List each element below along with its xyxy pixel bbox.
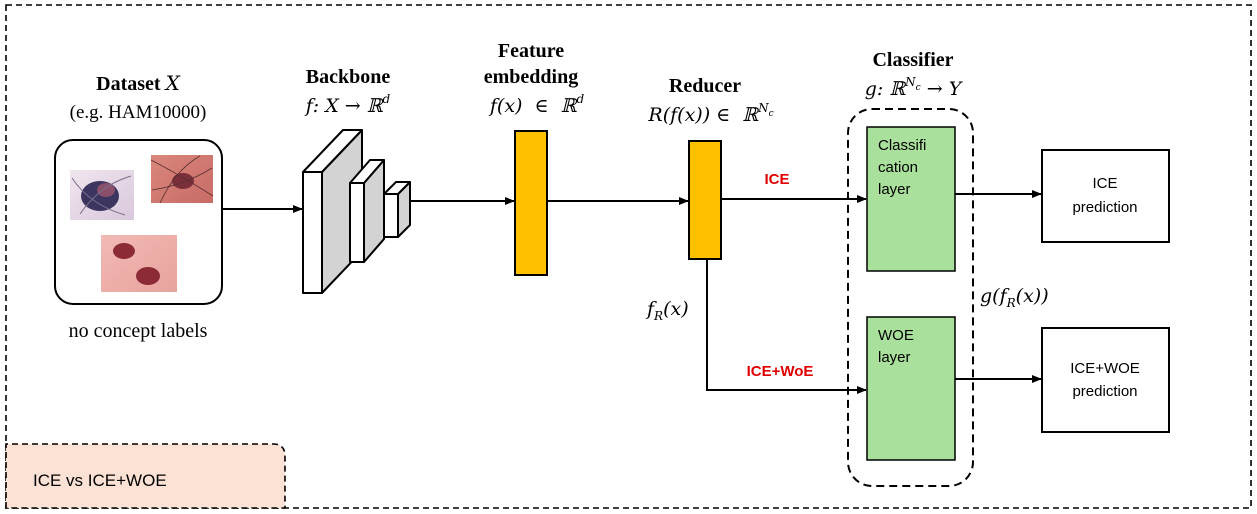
ice-woe-prediction-line2: prediction [1072, 383, 1137, 400]
ice-woe-prediction-box [1041, 327, 1170, 433]
outer-frame [5, 4, 1252, 509]
classification-layer-line3: layer [878, 181, 911, 198]
classification-layer-box [866, 126, 956, 272]
woe-layer-box [866, 316, 956, 461]
dataset-caption: no concept labels [69, 320, 208, 342]
reducer-vector [688, 140, 722, 260]
classification-layer-line2: cation [878, 159, 918, 176]
backbone-title: Backbone [306, 66, 391, 88]
woe-layer-line2: layer [878, 349, 911, 366]
lesion-image-3 [101, 235, 177, 292]
reducer-formula: R(f(x)) ∈ ℝNc [618, 99, 792, 126]
backbone-formula: f: X → ℝd [304, 92, 391, 117]
dataset-title: Dataset X [96, 71, 180, 95]
classifier-side-label: g(fR(x)) [980, 285, 1049, 310]
classifier-group-frame [847, 108, 974, 487]
classification-layer-line1: Classifi [878, 137, 926, 154]
backbone-cnn-icon [302, 129, 411, 294]
lesion-image-1 [70, 170, 134, 220]
classifier-title: Classifier [872, 49, 953, 71]
dataset-images-panel [54, 139, 223, 305]
reducer-output-label: fR(x) [645, 298, 689, 323]
connectors [222, 190, 1042, 394]
ice-prediction-line1: ICE [1092, 175, 1117, 192]
embedding-title-line1: Feature [498, 40, 564, 62]
embedding-formula: f(x) ∈ ℝd [460, 86, 603, 117]
ice-prediction-box [1041, 149, 1170, 243]
reducer-title: Reducer [669, 75, 741, 97]
lesion-image-2 [150, 155, 214, 204]
ice-woe-prediction-line1: ICE+WOE [1070, 360, 1140, 377]
embedding-title-line2: embedding [484, 66, 578, 88]
woe-layer-line1: WOE [878, 327, 914, 344]
arrow-reducer-to-woe [706, 259, 867, 394]
ice-path-label: ICE [764, 171, 789, 188]
legend-tab [5, 443, 286, 509]
ice-woe-path-label: ICE+WoE [747, 363, 814, 380]
feature-embedding-vector [514, 130, 548, 276]
legend-label: ICE vs ICE+WOE [33, 471, 167, 490]
ice-prediction-line2: prediction [1072, 199, 1137, 216]
classifier-formula: g: ℝNc → Y [865, 75, 964, 100]
dataset-subtitle: (e.g. HAM10000) [70, 102, 207, 123]
